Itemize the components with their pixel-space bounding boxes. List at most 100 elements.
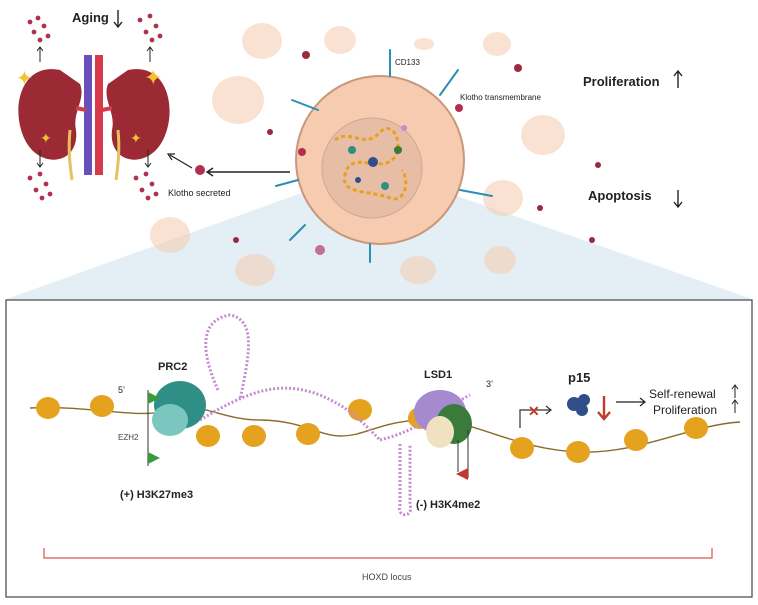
proliferation-bottom-label: Proliferation (653, 403, 717, 417)
apoptosis-down-arrow (673, 190, 683, 209)
green-flag-icon (148, 392, 160, 404)
klotho-dot (139, 187, 145, 193)
klotho-dot (35, 15, 41, 21)
bg-cell (483, 32, 511, 56)
nucleosome (624, 429, 648, 451)
nucleosome (684, 417, 708, 439)
klotho-dot (143, 29, 149, 35)
chromatin-protein (368, 157, 378, 167)
klotho-dot (149, 37, 155, 43)
hoxd-locus-label: HOXD locus (362, 572, 412, 582)
chromatin-protein (348, 146, 356, 154)
arrow (36, 150, 44, 168)
cd133-label: CD133 (395, 58, 420, 67)
rna-hairpin-top (204, 313, 250, 401)
hoxd-panel (5, 299, 753, 598)
p15-blob (576, 404, 588, 416)
nucleosome (90, 395, 114, 417)
p15-label: p15 (568, 370, 590, 385)
three-prime-label: 3’ (486, 379, 493, 389)
lsd1-cream (426, 416, 454, 448)
membrane-klotho (298, 148, 306, 156)
red-flag-icon (456, 468, 468, 480)
arrow (146, 46, 154, 62)
klotho-dot (147, 13, 153, 19)
kidney-arrows (36, 46, 154, 168)
left-kidney (18, 69, 82, 160)
secreted-arrow (205, 167, 290, 177)
p15-protein (567, 394, 590, 416)
prc2-complex (152, 381, 206, 436)
klotho-dot (31, 29, 37, 35)
h3k27me3-label: (+) H3K27me3 (120, 489, 193, 501)
nucleosome (566, 441, 590, 463)
bg-cell (212, 76, 264, 124)
nucleosome (348, 399, 372, 421)
klotho-transmembrane-label: Klotho transmembrane (460, 93, 541, 102)
prc2-label: PRC2 (158, 361, 187, 373)
receptor (439, 69, 459, 96)
zoom-cone (4, 190, 755, 300)
klotho-dot (43, 181, 49, 187)
klotho-dot (27, 19, 33, 25)
klotho-dot (149, 181, 155, 187)
sparkle-icon: ✦ (16, 68, 33, 90)
klotho-dot (157, 33, 163, 39)
klotho-dot (145, 195, 151, 201)
bg-cell (483, 180, 523, 216)
bg-cell (242, 23, 282, 59)
chromatin-protein (401, 125, 407, 131)
rna-strand (199, 386, 382, 442)
transcription-start-arrow (519, 405, 552, 428)
nucleosome (510, 437, 534, 459)
bg-cell (150, 217, 190, 253)
sparkle-icon: ✦ (130, 130, 142, 146)
bg-cell (414, 38, 434, 50)
proliferation-bottom-up-arrow (731, 399, 739, 413)
klotho-dot (37, 171, 43, 177)
lsd1-complex (414, 390, 472, 448)
outcome-arrow (616, 397, 646, 407)
chromatin-protein (394, 146, 402, 154)
bg-cell (484, 246, 516, 274)
klotho-secreted-dot (195, 165, 205, 175)
klotho-dot (153, 23, 159, 29)
ureter (67, 129, 121, 181)
sparkle-icon: ✦ (40, 130, 52, 146)
stem-cell (295, 75, 465, 245)
vein (84, 55, 92, 175)
klotho-dot (537, 205, 543, 211)
bg-cell (400, 256, 436, 284)
right-kidney (106, 69, 170, 160)
klotho-dot (37, 37, 43, 43)
nucleosome (36, 397, 60, 419)
scattered-klotho (233, 51, 601, 255)
p15-down-arrow (597, 396, 611, 421)
blocked-x-icon: ✕ (528, 403, 540, 419)
membrane-klotho (455, 104, 463, 112)
p15-blob (578, 394, 590, 406)
bg-cell (521, 115, 565, 155)
klotho-dot (302, 51, 310, 59)
ezh2-label: EZH2 (118, 433, 139, 442)
klotho-dot (267, 129, 273, 135)
klotho-dot (133, 175, 139, 181)
receptor (275, 179, 299, 187)
artery (95, 55, 103, 175)
klotho-dot (514, 64, 522, 72)
klotho-dot (589, 237, 595, 243)
arrow (144, 150, 152, 168)
arrow (36, 46, 44, 62)
klotho-dot (33, 187, 39, 193)
ezh2-blob (152, 404, 188, 436)
sparkle-icon: ✦ (144, 65, 162, 90)
klotho-dot (315, 245, 325, 255)
hoxd-bracket (43, 548, 713, 559)
nucleosome (196, 425, 220, 447)
chromatin-protein (381, 182, 389, 190)
klotho-dot (47, 191, 53, 197)
apoptosis-label: Apoptosis (588, 188, 652, 203)
rna-hairpin-bottom (397, 444, 413, 517)
klotho-dot (41, 23, 47, 29)
